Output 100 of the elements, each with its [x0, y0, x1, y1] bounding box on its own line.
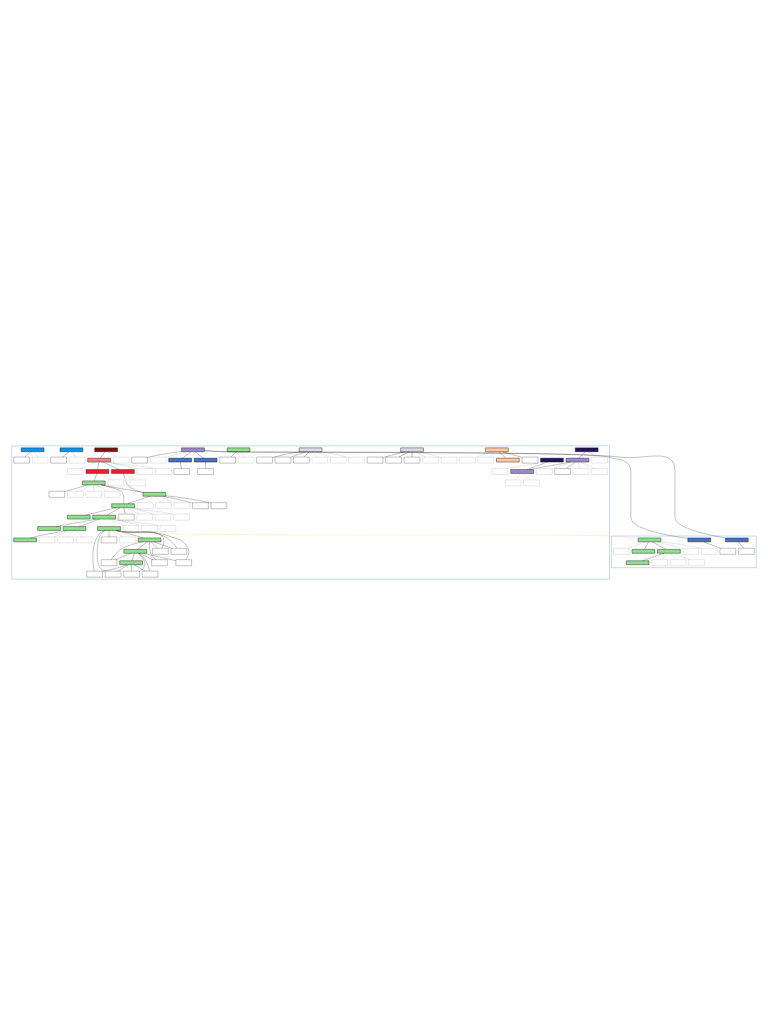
node-box	[504, 479, 521, 486]
connector	[81, 461, 96, 469]
node-bar	[400, 447, 424, 452]
node-bar	[631, 548, 656, 553]
node-box	[137, 502, 154, 509]
connector	[111, 518, 161, 526]
node-box	[738, 547, 755, 554]
connector	[116, 529, 178, 548]
node-box	[155, 513, 172, 520]
connector	[116, 529, 164, 548]
connector	[670, 552, 676, 560]
node-box	[86, 570, 103, 577]
node-box	[67, 490, 84, 497]
node-box	[688, 559, 705, 566]
node-box	[311, 456, 328, 463]
connector	[115, 529, 144, 538]
node-box	[385, 456, 402, 463]
node-box	[256, 456, 273, 463]
node-bar	[168, 457, 192, 462]
connector	[75, 529, 82, 537]
node-bar	[626, 560, 650, 565]
node-bar	[85, 468, 109, 474]
node-box	[155, 467, 172, 475]
node-box	[521, 456, 538, 463]
node-box	[48, 490, 65, 497]
node-box	[173, 513, 190, 520]
node-bar	[565, 457, 590, 462]
node-bar	[510, 468, 534, 474]
node-box	[719, 547, 736, 554]
node-box	[670, 559, 687, 566]
node-box	[39, 536, 56, 543]
node-box	[113, 456, 130, 463]
node-box	[523, 479, 540, 486]
node-box	[152, 547, 169, 554]
node-box	[119, 536, 136, 543]
connector	[108, 451, 117, 457]
connector	[526, 461, 548, 470]
node-box	[175, 559, 192, 566]
connector	[33, 451, 39, 457]
node-box	[160, 524, 176, 532]
node-box	[129, 479, 146, 486]
node-bar	[657, 548, 681, 553]
connector	[660, 540, 702, 549]
node-box	[170, 547, 187, 554]
node-bar	[725, 537, 749, 542]
node-box	[210, 502, 227, 509]
node-bar	[67, 514, 91, 519]
node-box	[701, 547, 718, 554]
node-box	[57, 536, 74, 543]
connector	[507, 461, 545, 469]
connector	[54, 529, 71, 537]
connector	[96, 484, 108, 491]
connector	[126, 507, 140, 514]
node-box	[107, 479, 124, 486]
node-box	[142, 570, 159, 577]
node-box	[123, 524, 140, 532]
node-box	[492, 467, 509, 475]
connector	[661, 552, 668, 560]
node-bar	[13, 537, 37, 542]
connector	[312, 451, 318, 457]
node-box	[330, 456, 347, 463]
connector	[106, 461, 156, 469]
connector	[628, 541, 646, 548]
connector	[67, 529, 74, 537]
connector	[488, 451, 496, 457]
node-bar	[87, 457, 111, 462]
node-bar	[97, 525, 121, 531]
node-box	[197, 467, 214, 475]
node-box	[101, 536, 118, 543]
node-box	[13, 456, 30, 463]
node-box	[174, 502, 191, 509]
node-box	[155, 502, 172, 509]
connector	[239, 451, 245, 457]
node-box	[554, 467, 571, 475]
node-box	[613, 547, 630, 554]
node-box	[123, 570, 140, 577]
node-box	[118, 513, 135, 520]
node-bar	[59, 447, 84, 452]
connector	[580, 461, 594, 469]
node-box	[50, 456, 67, 463]
connector	[147, 495, 154, 503]
connector	[515, 472, 521, 480]
node-box	[192, 502, 209, 509]
node-bar	[194, 457, 218, 462]
node-box	[591, 467, 608, 475]
node-box	[219, 456, 236, 463]
node-bar	[37, 525, 61, 531]
node-box	[477, 456, 494, 463]
connector	[130, 507, 174, 514]
node-box	[348, 456, 365, 463]
connector	[100, 472, 112, 480]
connector	[165, 451, 187, 458]
connector	[529, 461, 571, 470]
node-box	[459, 456, 476, 463]
node-box	[141, 524, 158, 532]
connector	[125, 472, 134, 480]
node-bar	[111, 468, 135, 474]
node-bar	[540, 457, 564, 462]
node-bar	[137, 537, 162, 542]
node-box	[536, 467, 553, 475]
